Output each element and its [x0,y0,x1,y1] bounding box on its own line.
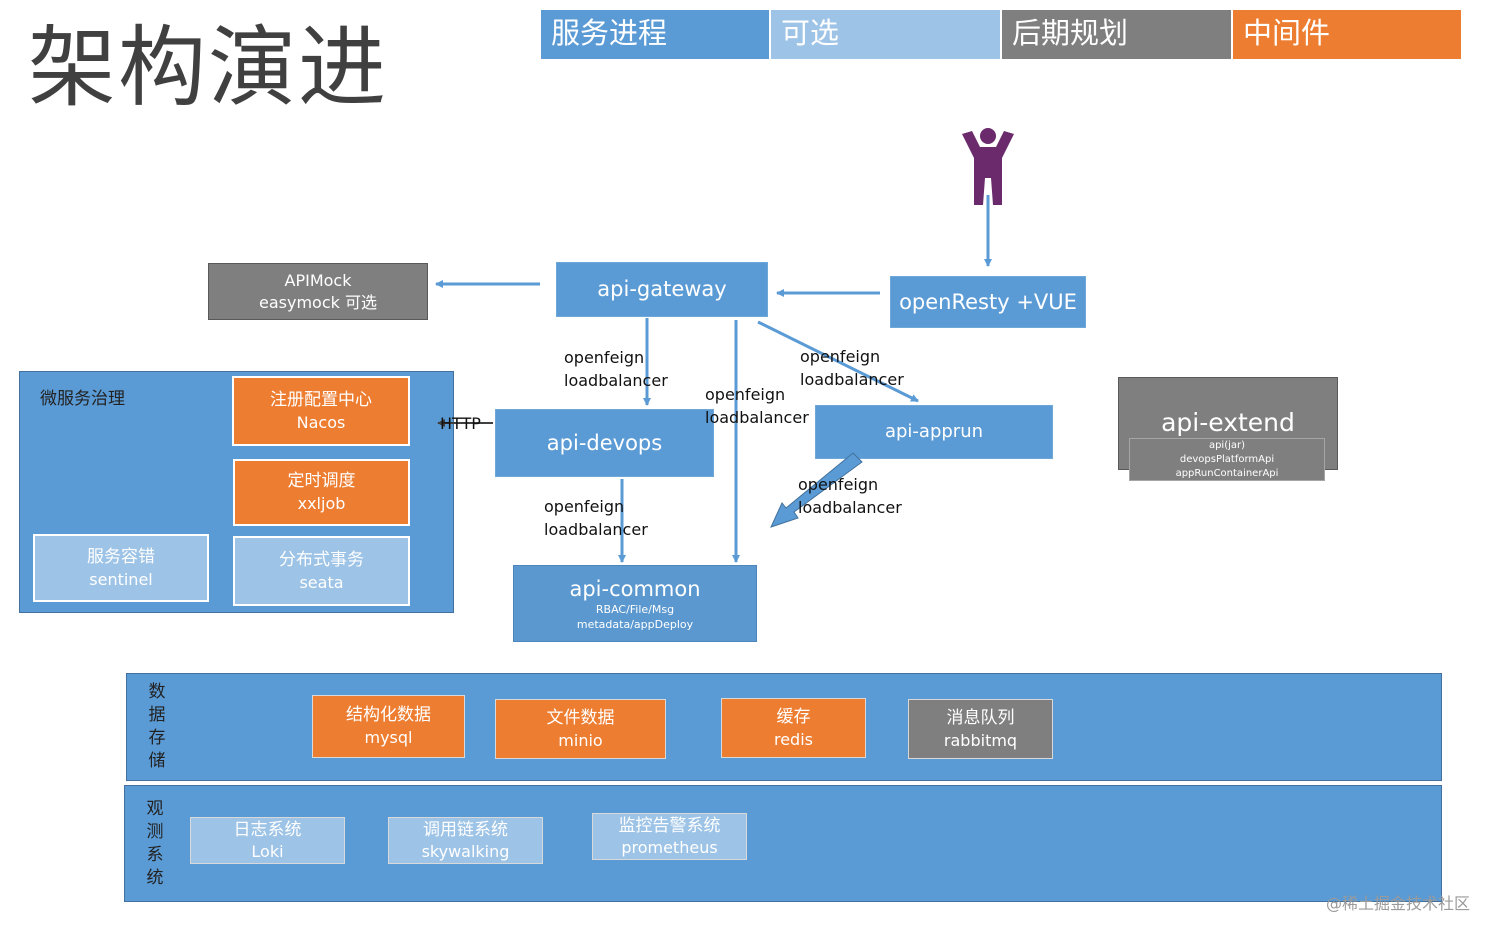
mysql-title: 结构化数据 [346,705,431,726]
label-gateway-common-loadbalancer: loadbalancer [705,408,809,427]
minio-box: 文件数据 minio [495,699,666,759]
label-devops-common-openfeign: openfeign [544,497,625,516]
skywalking-box: 调用链系统 skywalking [388,817,543,864]
seata-title: 分布式事务 [279,549,364,570]
api-extend-sub2: devopsPlatformApi [1179,453,1275,465]
api-extend-inner-box: api(jar) devopsPlatformApi appRunContain… [1129,438,1325,481]
data-storage-title: 数据存储 [148,682,166,771]
loki-name: Loki [251,841,284,861]
openresty-vue-box: openResty +VUE [890,276,1086,328]
label-apprun-common-loadbalancer: loadbalancer [798,498,902,517]
sentinel-title: 服务容错 [87,546,155,567]
minio-name: minio [558,730,603,750]
legend-service-process: 服务进程 [540,9,770,60]
api-common-sub2: metadata/appDeploy [576,617,694,631]
apimock-title: APIMock [284,270,352,290]
observability-title: 观测系统 [146,799,164,888]
sentinel-box: 服务容错 sentinel [33,534,209,602]
label-apprun-common-openfeign: openfeign [798,475,879,494]
legend-future-plan: 后期规划 [1001,9,1232,60]
legend-optional: 可选 [770,9,1001,60]
redis-box: 缓存 redis [721,698,866,758]
label-gateway-apprun-openfeign: openfeign [800,347,881,366]
api-gateway-box: api-gateway [556,262,768,317]
api-apprun-box: api-apprun [815,405,1053,459]
xxljob-title: 定时调度 [287,471,356,492]
api-extend-sub1: api(jar) [1208,439,1246,451]
rabbitmq-title: 消息队列 [946,707,1015,728]
skywalking-title: 调用链系统 [423,819,508,840]
watermark: @稀土掘金技术社区 [1326,894,1471,913]
arrow-apprun-common [770,452,863,528]
label-gateway-devops-loadbalancer: loadbalancer [564,371,668,390]
loki-box: 日志系统 Loki [190,817,345,864]
label-gateway-devops-openfeign: openfeign [564,348,645,367]
label-gateway-apprun-loadbalancer: loadbalancer [800,370,904,389]
skywalking-name: skywalking [421,841,510,861]
xxljob-name: xxljob [297,494,346,514]
prometheus-title: 监控告警系统 [618,815,721,836]
rabbitmq-name: rabbitmq [943,730,1018,750]
api-common-title: api-common [569,576,701,601]
mysql-box: 结构化数据 mysql [312,695,465,758]
sentinel-name: sentinel [89,569,153,589]
arrow-gateway-apprun [757,320,919,403]
page-title: 架构演进 [28,16,389,119]
xxljob-box: 定时调度 xxljob [233,459,410,526]
rabbitmq-box: 消息队列 rabbitmq [908,699,1053,759]
loki-title: 日志系统 [233,819,302,840]
label-http: HTTP [440,414,481,433]
legend-middleware: 中间件 [1232,9,1462,60]
apimock-box: APIMock easymock 可选 [208,263,428,320]
nacos-name: Nacos [296,412,346,432]
label-gateway-common-openfeign: openfeign [705,385,786,404]
prometheus-box: 监控告警系统 prometheus [592,813,747,860]
api-common-sub1: RBAC/File/Msg [595,602,675,616]
prometheus-name: prometheus [621,837,718,857]
api-devops-box: api-devops [495,409,714,477]
minio-title: 文件数据 [546,707,615,728]
microservice-governance-title: 微服务治理 [40,389,125,409]
mysql-name: mysql [364,728,413,748]
apimock-subtitle: easymock 可选 [259,292,377,312]
nacos-box: 注册配置中心 Nacos [232,376,410,446]
seata-box: 分布式事务 seata [233,536,410,606]
nacos-title: 注册配置中心 [270,389,372,410]
api-extend-sub3: appRunContainerApi [1175,467,1279,479]
redis-title: 缓存 [776,706,811,727]
api-extend-title: api-extend [1161,408,1295,437]
redis-name: redis [773,729,813,749]
api-common-box: api-common RBAC/File/Msg metadata/appDep… [513,565,757,642]
seata-name: seata [299,572,344,592]
label-devops-common-loadbalancer: loadbalancer [544,520,648,539]
